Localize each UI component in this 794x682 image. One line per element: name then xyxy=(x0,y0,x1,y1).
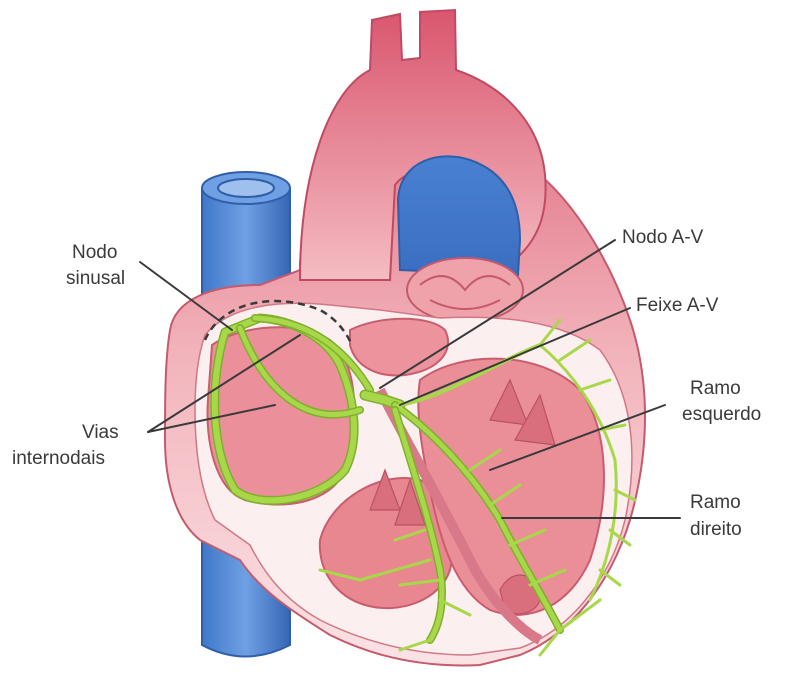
label-ramo-esquerdo-line1: Ramo xyxy=(690,378,741,399)
label-nodo-av: Nodo A-V xyxy=(622,227,704,248)
label-feixe-av: Feixe A-V xyxy=(636,295,719,316)
label-ramo-direito-line2: direito xyxy=(690,519,742,540)
label-nodo-sinusal-line2: sinusal xyxy=(66,268,125,289)
label-ramo-direito-line1: Ramo xyxy=(690,492,741,513)
pulmonary-valve xyxy=(407,258,523,322)
label-nodo-sinusal-line1: Nodo xyxy=(72,242,117,263)
label-ramo-esquerdo-line2: esquerdo xyxy=(682,404,761,425)
label-vias-internodais-line2: internodais xyxy=(12,448,105,469)
label-vias-internodais-line1: Vias xyxy=(82,422,119,443)
